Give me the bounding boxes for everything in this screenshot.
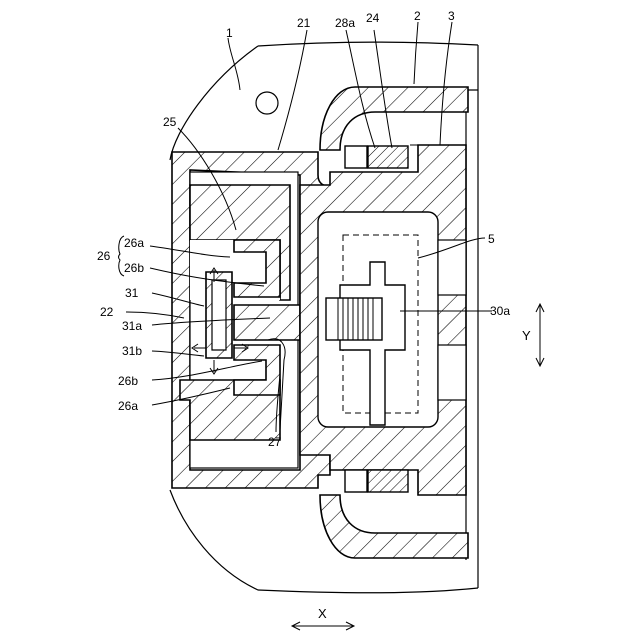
label-axis-x: X (318, 606, 327, 621)
center-rib (234, 305, 300, 340)
label-26b-bottom: 26b (118, 374, 138, 388)
spring-24-bottom (368, 470, 408, 492)
label-3: 3 (448, 9, 455, 23)
notch-2 (438, 345, 466, 400)
label-28a: 28a (335, 16, 355, 30)
slider-31-inner (212, 280, 226, 350)
element-30a-coil (326, 298, 382, 340)
label-26b-top: 26b (124, 261, 144, 275)
label-26a-top: 26a (124, 236, 144, 250)
label-25: 25 (163, 115, 177, 129)
label-axis-y: Y (522, 328, 531, 343)
axis-x-arrow (292, 622, 354, 630)
label-31: 31 (125, 286, 139, 300)
label-27: 27 (268, 435, 282, 449)
clip-28a-bottom (345, 470, 367, 492)
label-31a: 31a (122, 319, 142, 333)
label-2: 2 (414, 9, 421, 23)
label-21: 21 (297, 16, 311, 30)
cover-2-bottom (320, 495, 468, 558)
label-26: 26 (97, 249, 111, 263)
label-5: 5 (488, 232, 495, 246)
label-26a-bottom: 26a (118, 399, 138, 413)
clip-28a-top (345, 146, 367, 168)
spring-24-top (368, 146, 408, 168)
label-22: 22 (100, 305, 114, 319)
label-31b: 31b (122, 344, 142, 358)
label-30a: 30a (490, 304, 510, 318)
hole-circle (256, 92, 278, 114)
label-1: 1 (226, 26, 233, 40)
label-24: 24 (366, 11, 380, 25)
right-frame (466, 45, 478, 588)
cover-2-top (320, 87, 468, 150)
notch-1 (438, 240, 466, 295)
axis-y-arrow (536, 304, 544, 366)
